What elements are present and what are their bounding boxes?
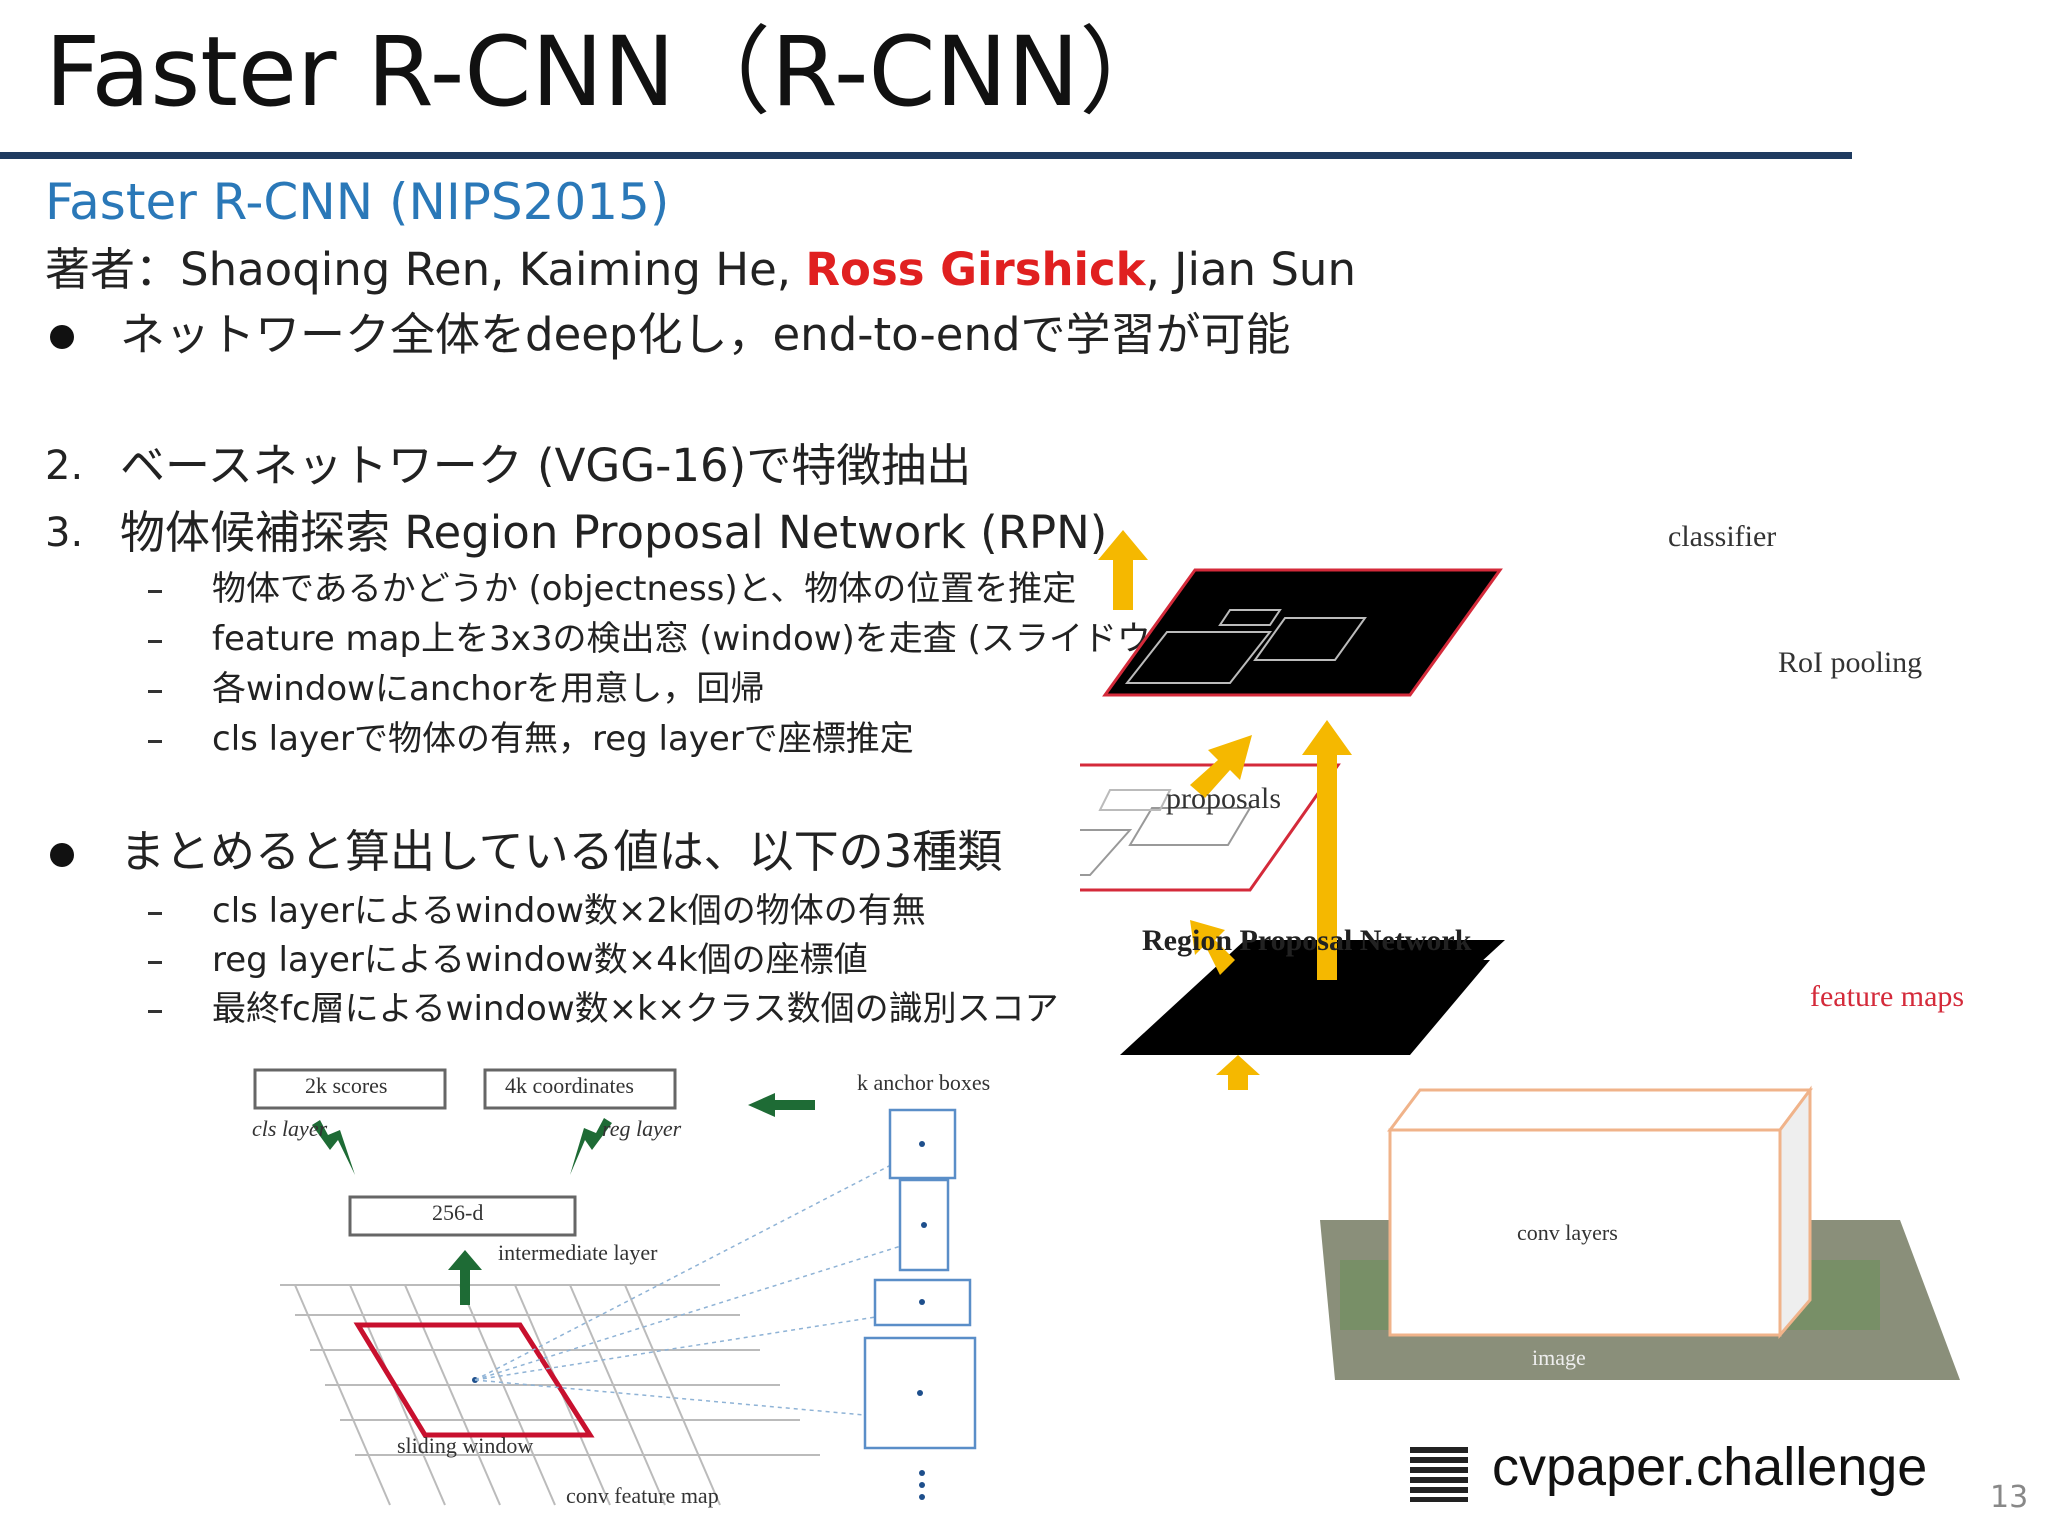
proposal-arrow-icon	[1190, 735, 1252, 798]
feature-maps-label: feature maps	[1810, 980, 1965, 1013]
authors-prefix: 著者：Shaoqing Ren, Kaiming He,	[45, 243, 806, 296]
rpn-point: cls layerで物体の有無，reg layerで座標推定	[212, 719, 914, 759]
classifier-arrow-icon	[1098, 530, 1148, 610]
dash-marker	[148, 961, 162, 964]
dash-marker	[148, 690, 162, 693]
sliding-window-label: sliding window	[397, 1433, 534, 1458]
proposals-plane	[1080, 763, 1341, 892]
page-number: 13	[1990, 1480, 2029, 1515]
dash-marker	[148, 590, 162, 593]
scores-box	[253, 1068, 447, 1110]
scores-label: 2k scores	[305, 1073, 388, 1098]
intermediate-value: 256-d	[432, 1200, 484, 1225]
dash-marker	[148, 640, 162, 643]
rpn-point: feature map上を3x3の検出窓 (window)を走査 (スライドウィ…	[212, 619, 1301, 659]
left-arrow-icon	[748, 1093, 815, 1117]
proposals-label: proposals	[1166, 782, 1281, 815]
coordinates-box	[483, 1068, 677, 1110]
bullet-dot	[50, 843, 74, 867]
dash-marker	[148, 1010, 162, 1013]
summary-point: cls layerによるwindow数×2k個の物体の有無	[212, 891, 926, 931]
authors-highlight: Ross Girshick	[805, 243, 1146, 296]
conv-layers-label: conv layers	[1517, 1220, 1618, 1245]
anchor-boxes-label: k anchor boxes	[857, 1070, 991, 1095]
conv-feature-grid	[280, 1284, 820, 1506]
image-label: image	[1532, 1345, 1586, 1370]
bullet-dot	[50, 325, 74, 349]
faster-rcnn-architecture	[1080, 530, 1960, 1380]
cls-arrow-icon	[312, 1120, 355, 1175]
cls-layer-label: cls layer	[252, 1116, 328, 1141]
intermediate-box	[348, 1195, 577, 1237]
step-base-network: ベースネットワーク (VGG-16)で特徴抽出	[120, 439, 972, 492]
authors-line: 著者：Shaoqing Ren, Kaiming He, Ross Girshi…	[45, 240, 1356, 300]
dash-marker	[148, 740, 162, 743]
bullet-deep-e2e: ネットワーク全体をdeep化し，end-to-endで学習が可能	[120, 308, 1291, 361]
conv-to-feature-arrow-icon	[1216, 1055, 1260, 1090]
step-number: 3.	[45, 510, 84, 556]
rpn-point: 各windowにanchorを用意し，回帰	[212, 669, 765, 709]
logo-text: cvpaper.challenge	[1492, 1437, 1928, 1497]
reg-layer-label: reg layer	[602, 1116, 682, 1141]
up-arrow-icon	[448, 1250, 482, 1305]
paper-subtitle: Faster R-CNN (NIPS2015)	[45, 173, 670, 231]
summary-point: 最終fc層によるwindow数×k×クラス数個の識別スコア	[212, 989, 1059, 1029]
feature-to-roi-arrow-icon	[1302, 720, 1352, 980]
conv-layers-box	[1388, 1128, 1782, 1337]
summary-point: reg layerによるwindow数×4k個の座標値	[212, 940, 868, 980]
bullet-summary: まとめると算出している値は、以下の3種類	[120, 825, 1003, 878]
conv-feature-map-label: conv feature map	[566, 1483, 719, 1508]
anchor-boxes	[863, 1108, 977, 1450]
sliding-window	[353, 1322, 595, 1438]
rpn-arrow-icon	[1190, 920, 1235, 975]
roi-pooling-label: RoI pooling	[1778, 646, 1923, 679]
intermediate-label: intermediate layer	[498, 1240, 658, 1265]
cvpaper-logo-icon	[1410, 1447, 1468, 1502]
slide-title: Faster R-CNN（R-CNN）	[45, 16, 1176, 128]
reg-arrow-icon	[570, 1118, 612, 1175]
coordinates-label: 4k coordinates	[505, 1073, 634, 1098]
authors-suffix: , Jian Sun	[1145, 243, 1356, 296]
classifier-label: classifier	[1668, 520, 1777, 553]
rpn-point: 物体であるかどうか (objectness)と、物体の位置を推定	[212, 569, 1077, 609]
step-number: 2.	[45, 443, 84, 489]
rpn-label: Region Proposal Network	[1142, 924, 1472, 957]
feature-map-plane	[1120, 940, 1505, 1055]
step-rpn: 物体候補探索 Region Proposal Network (RPN)	[120, 506, 1108, 559]
rpn-figure	[253, 1068, 977, 1506]
title-divider	[0, 152, 1852, 159]
roi-pooling-plane	[1102, 568, 1503, 697]
dash-marker	[148, 912, 162, 915]
